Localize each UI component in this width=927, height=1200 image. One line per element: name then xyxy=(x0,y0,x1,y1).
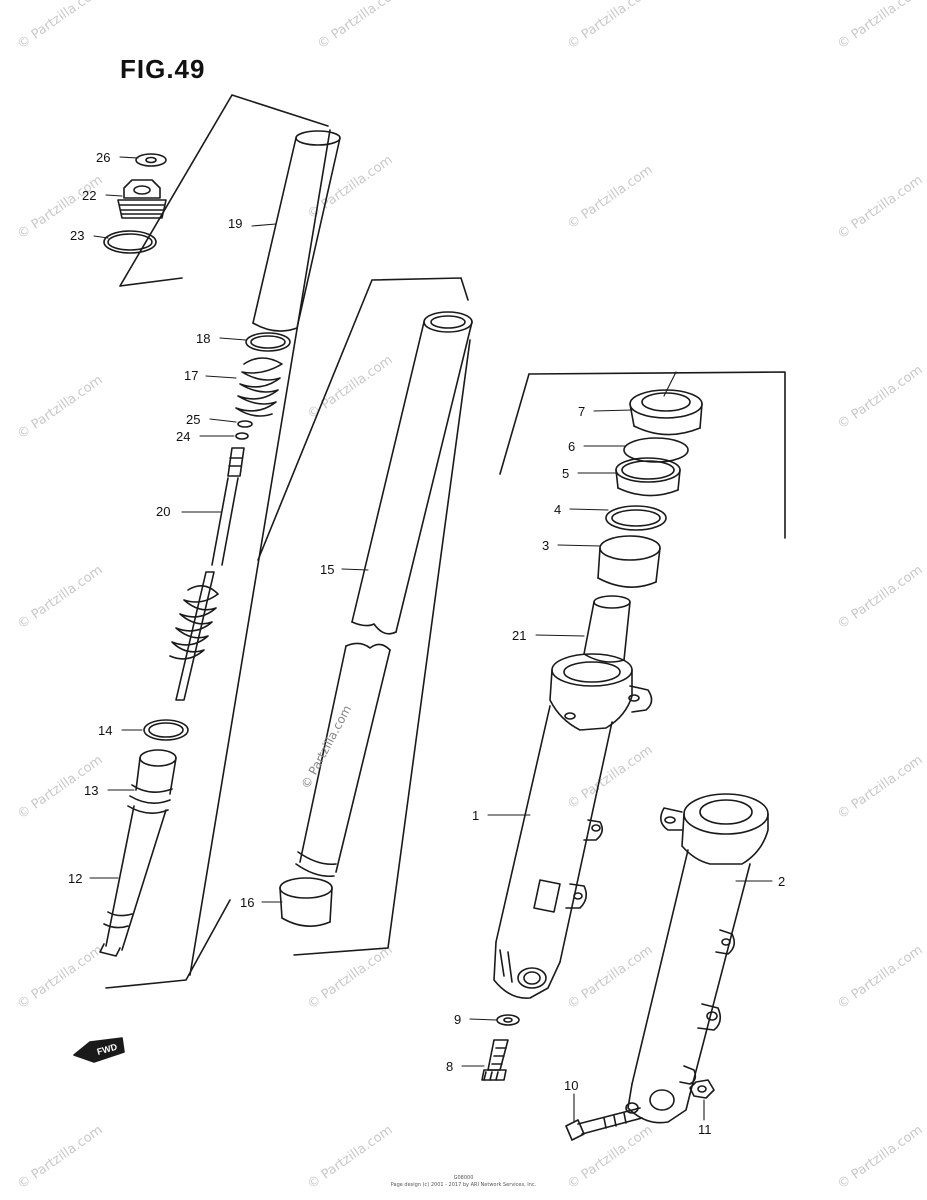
footer-copyright: Page design (c) 2001 - 2017 by ARI Netwo… xyxy=(390,1182,537,1188)
callout-11: 11 xyxy=(698,1122,712,1137)
part-3-guide-bushing[interactable] xyxy=(597,535,661,588)
callout-10: 10 xyxy=(564,1078,578,1093)
callout-18: 18 xyxy=(196,331,210,346)
part-8-bolt[interactable] xyxy=(481,1039,509,1081)
part-9-gasket[interactable] xyxy=(496,1014,520,1026)
footer-code: G08000 xyxy=(453,1175,474,1181)
callout-26: 26 xyxy=(96,150,110,165)
part-2-outer-tube[interactable] xyxy=(625,793,769,1124)
callout-25: 25 xyxy=(186,412,200,427)
part-18-ring[interactable] xyxy=(245,332,291,352)
fwd-arrow-icon xyxy=(73,1037,125,1063)
part-20-damper-rod[interactable] xyxy=(175,447,245,701)
callout-23: 23 xyxy=(70,228,84,243)
callout-13: 13 xyxy=(84,783,98,798)
part-17-spring[interactable] xyxy=(235,357,283,417)
part-25-washer[interactable] xyxy=(237,420,253,428)
callout-7: 7 xyxy=(578,404,585,419)
callout-19: 19 xyxy=(228,216,242,231)
callout-4: 4 xyxy=(554,502,561,517)
callout-12: 12 xyxy=(68,871,82,886)
callout-3: 3 xyxy=(542,538,549,553)
part-4-washer[interactable] xyxy=(605,505,667,531)
callout-9: 9 xyxy=(454,1012,461,1027)
callout-16: 16 xyxy=(240,895,254,910)
part-13-piston-ring[interactable] xyxy=(127,749,177,814)
part-21-collar[interactable] xyxy=(583,595,631,663)
part-24-clip[interactable] xyxy=(235,432,249,440)
part-14-ring[interactable] xyxy=(143,719,189,741)
callout-1: 1 xyxy=(472,808,479,823)
frame-left-long-edge xyxy=(189,129,331,976)
callout-17: 17 xyxy=(184,368,198,383)
part-16-bushing[interactable] xyxy=(279,877,333,927)
part-23-o-ring[interactable] xyxy=(103,230,157,254)
callout-5: 5 xyxy=(562,466,569,481)
callout-6: 6 xyxy=(568,439,575,454)
part-20-rebound-spring[interactable] xyxy=(169,585,219,660)
frame-left-assembly xyxy=(105,94,329,989)
callout-24: 24 xyxy=(176,429,190,444)
callout-8: 8 xyxy=(446,1059,453,1074)
figure-title: FIG.49 xyxy=(120,54,206,84)
part-7-oil-seal[interactable] xyxy=(629,389,703,436)
callout-21: 21 xyxy=(512,628,526,643)
part-19-tube[interactable] xyxy=(252,130,341,332)
callout-2: 2 xyxy=(778,874,785,889)
part-11-nut[interactable] xyxy=(689,1079,715,1099)
part-1-outer-tube[interactable] xyxy=(493,653,653,999)
callout-14: 14 xyxy=(98,723,112,738)
frame-middle-assembly xyxy=(257,277,471,956)
part-15-inner-tube[interactable] xyxy=(295,311,473,878)
part-26-washer[interactable] xyxy=(135,153,167,167)
callout-15: 15 xyxy=(320,562,334,577)
part-22-cap-bolt[interactable] xyxy=(117,179,167,219)
frame-right-assembly xyxy=(499,371,786,539)
callout-22: 22 xyxy=(82,188,96,203)
part-12-cylinder[interactable] xyxy=(99,805,167,957)
part-5-spacer[interactable] xyxy=(615,457,681,497)
callout-20: 20 xyxy=(156,504,170,519)
